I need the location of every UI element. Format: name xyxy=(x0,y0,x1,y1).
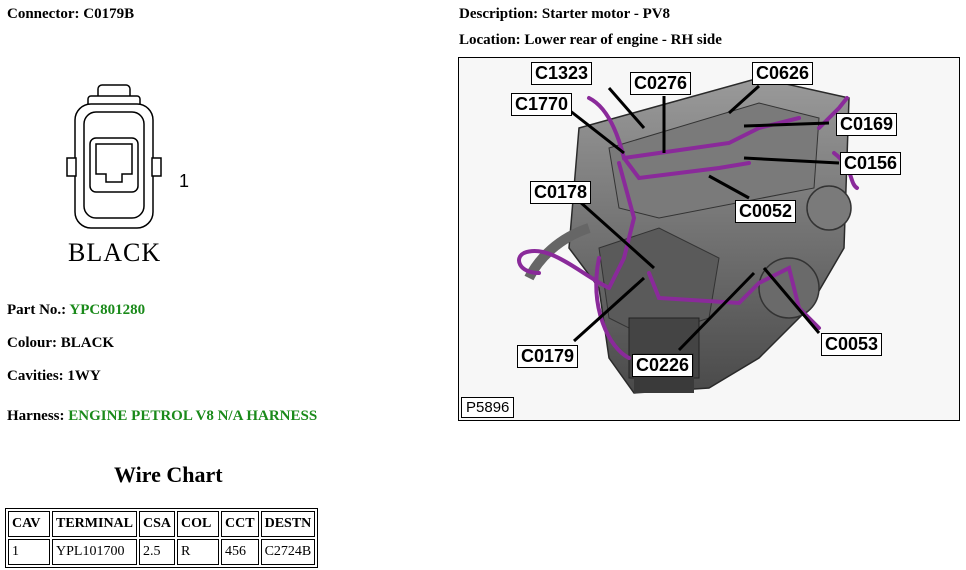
cell-col: R xyxy=(177,539,220,565)
callout-c0156: C0156 xyxy=(840,152,902,175)
colour-label: Colour: xyxy=(7,335,57,351)
harness-line: Harness: ENGINE PETROL V8 N/A HARNESS xyxy=(7,408,317,425)
colour-line: Colour: BLACK xyxy=(7,335,114,352)
connector-label: Connector: xyxy=(7,6,80,22)
wire-chart-header-row: CAV TERMINAL CSA COL CCT DESTN xyxy=(8,511,316,537)
callout-c0178: C0178 xyxy=(530,181,592,204)
harness-label: Harness: xyxy=(7,408,65,424)
col-header-csa: CSA xyxy=(139,511,176,537)
connector-line: Connector: C0179B xyxy=(7,6,134,23)
colour-value: BLACK xyxy=(60,335,115,351)
col-header-col: COL xyxy=(177,511,220,537)
description-line: Description: Starter motor - PV8 xyxy=(459,6,670,23)
description-value: Starter motor - PV8 xyxy=(541,6,671,22)
location-value: Lower rear of engine - RH side xyxy=(524,32,722,48)
connector-colour-caption: BLACK xyxy=(68,238,162,267)
location-line: Location: Lower rear of engine - RH side xyxy=(459,32,722,49)
connector-face-drawing xyxy=(66,84,162,229)
callout-c0179: C0179 xyxy=(517,345,579,368)
table-row: 1 YPL101700 2.5 R 456 C2724B xyxy=(8,539,316,565)
cell-terminal: YPL101700 xyxy=(52,539,138,565)
col-header-cav: CAV xyxy=(8,511,50,537)
cell-destn: C2724B xyxy=(260,539,316,565)
col-header-terminal: TERMINAL xyxy=(52,511,138,537)
location-label: Location: xyxy=(459,32,521,48)
connector-id: C0179B xyxy=(83,6,135,22)
part-no-label: Part No.: xyxy=(7,302,67,318)
col-header-destn: DESTN xyxy=(260,511,316,537)
pin-number-label: 1 xyxy=(179,171,190,191)
callout-c1770: C1770 xyxy=(511,93,573,116)
callout-c0276: C0276 xyxy=(630,72,692,95)
cavities-line: Cavities: 1WY xyxy=(7,368,101,385)
engine-location-image: C1323 C0276 C0626 C1770 C0169 C0156 C017… xyxy=(458,57,960,421)
part-no-link[interactable]: YPC801280 xyxy=(69,302,146,318)
cavities-value: 1WY xyxy=(67,368,101,384)
callout-c1323: C1323 xyxy=(531,62,593,85)
wire-chart-table: CAV TERMINAL CSA COL CCT DESTN 1 YPL1017… xyxy=(5,508,319,568)
image-reference-label: P5896 xyxy=(461,397,515,418)
part-no-line: Part No.: YPC801280 xyxy=(7,302,145,319)
callout-c0626: C0626 xyxy=(752,62,814,85)
cell-cct: 456 xyxy=(221,539,259,565)
cavities-label: Cavities: xyxy=(7,368,64,384)
callout-c0052: C0052 xyxy=(735,200,797,223)
callout-c0226: C0226 xyxy=(632,354,694,377)
wire-chart-title: Wire Chart xyxy=(114,462,223,487)
description-label: Description: xyxy=(459,6,539,22)
harness-link[interactable]: ENGINE PETROL V8 N/A HARNESS xyxy=(68,408,318,424)
col-header-cct: CCT xyxy=(221,511,259,537)
callout-c0053: C0053 xyxy=(821,333,883,356)
cell-csa: 2.5 xyxy=(139,539,176,565)
callout-c0169: C0169 xyxy=(836,113,898,136)
cell-cav: 1 xyxy=(8,539,50,565)
